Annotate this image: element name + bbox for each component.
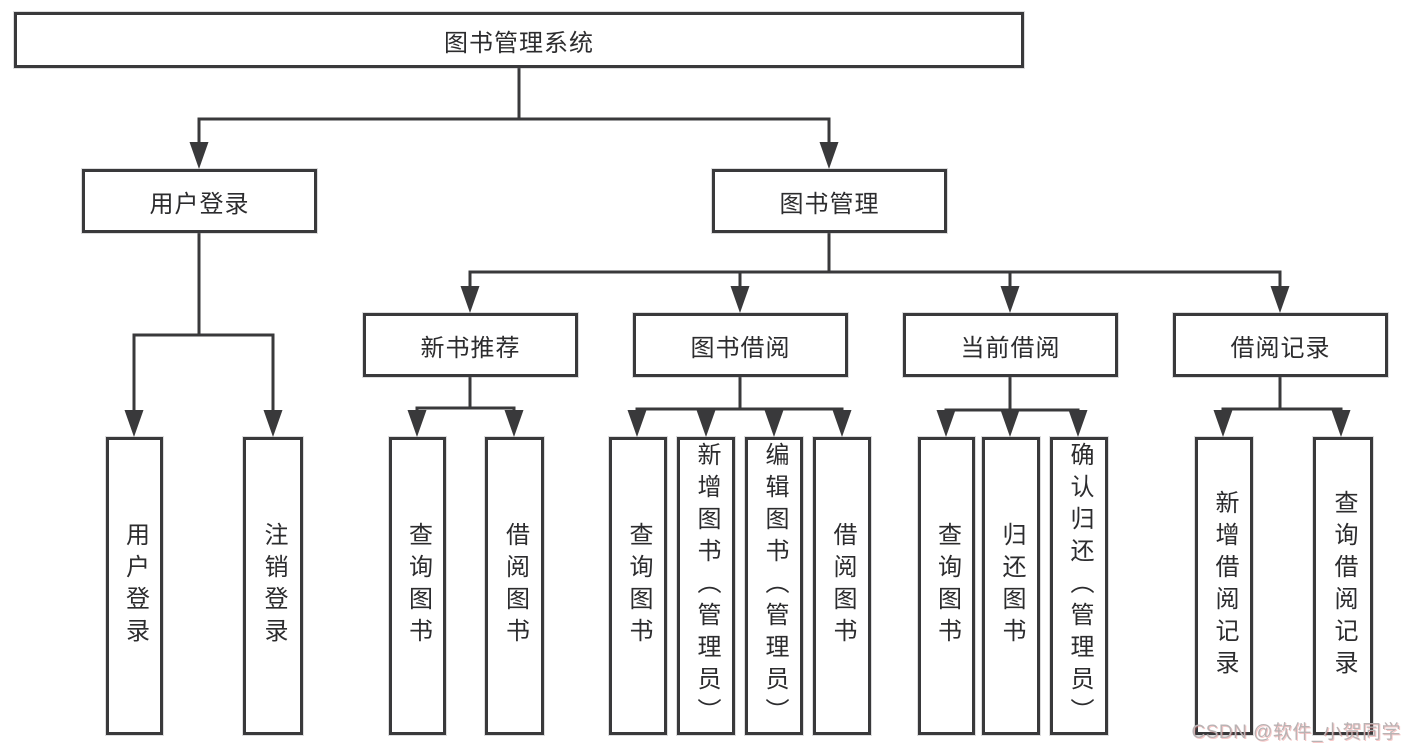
csdn-watermark: CSDN @软件_小贺同学 bbox=[1191, 722, 1401, 743]
arrow-down-icon bbox=[832, 410, 852, 437]
arrow-down-icon bbox=[1068, 410, 1088, 437]
arrow-down-icon bbox=[1213, 410, 1233, 437]
arrow-down-icon bbox=[696, 410, 716, 437]
node-user-login-branch: 用户登录 bbox=[82, 169, 317, 233]
arrow-down-icon bbox=[189, 142, 209, 169]
leaf-query-books-current: 查询图书 bbox=[918, 437, 975, 735]
node-book-management-branch: 图书管理 bbox=[712, 169, 947, 233]
leaf-borrow-books: 借阅图书 bbox=[813, 437, 871, 735]
node-current-borrowing: 当前借阅 bbox=[903, 313, 1118, 377]
arrow-down-icon bbox=[764, 410, 784, 437]
arrow-down-icon bbox=[263, 410, 283, 437]
node-borrowing-records: 借阅记录 bbox=[1173, 313, 1388, 377]
arrow-down-icon bbox=[730, 286, 750, 313]
node-library-system-root: 图书管理系统 bbox=[14, 12, 1024, 68]
arrow-down-icon bbox=[819, 142, 839, 169]
arrow-down-icon bbox=[1000, 410, 1020, 437]
arrow-down-icon bbox=[627, 410, 647, 437]
leaf-query-books-borrow: 查询图书 bbox=[609, 437, 667, 735]
leaf-add-book-admin: 新增图书（管理员） bbox=[677, 437, 735, 735]
arrow-down-icon bbox=[124, 410, 144, 437]
node-new-book-recommendation: 新书推荐 bbox=[363, 313, 578, 377]
leaf-user-login: 用户登录 bbox=[106, 437, 163, 735]
node-book-borrowing: 图书借阅 bbox=[633, 313, 848, 377]
arrow-down-icon bbox=[1270, 286, 1290, 313]
leaf-return-books: 归还图书 bbox=[982, 437, 1040, 735]
leaf-query-borrow-record: 查询借阅记录 bbox=[1313, 437, 1373, 735]
leaf-add-borrow-record: 新增借阅记录 bbox=[1195, 437, 1253, 735]
arrow-down-icon bbox=[1331, 410, 1351, 437]
arrow-down-icon bbox=[936, 410, 956, 437]
leaf-confirm-return-admin: 确认归还（管理员） bbox=[1050, 437, 1108, 735]
arrow-down-icon bbox=[1000, 286, 1020, 313]
arrow-down-icon bbox=[460, 286, 480, 313]
leaf-borrow-books-recommend: 借阅图书 bbox=[485, 437, 544, 735]
arrow-down-icon bbox=[504, 410, 524, 437]
leaf-query-books-recommend: 查询图书 bbox=[389, 437, 446, 735]
leaf-logout: 注销登录 bbox=[243, 437, 303, 735]
arrow-down-icon bbox=[407, 410, 427, 437]
leaf-edit-book-admin: 编辑图书（管理员） bbox=[745, 437, 803, 735]
